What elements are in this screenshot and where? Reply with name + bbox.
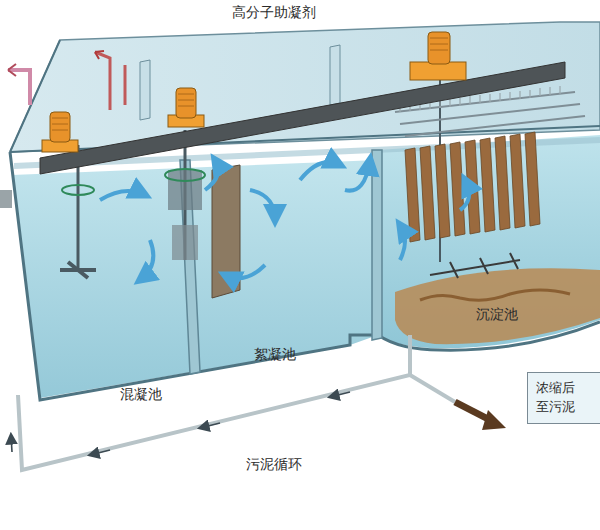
label-text: 高分子助凝剂: [232, 4, 316, 21]
output-box: 浓缩后 至污泥: [527, 372, 600, 424]
label-text: 污泥循环: [246, 456, 302, 473]
box-text: 浓缩后 至污泥: [536, 379, 592, 417]
label-text: 混凝池: [120, 386, 162, 403]
label-text: 沉淀池: [476, 306, 518, 323]
label-text: 絮凝池: [254, 346, 296, 363]
